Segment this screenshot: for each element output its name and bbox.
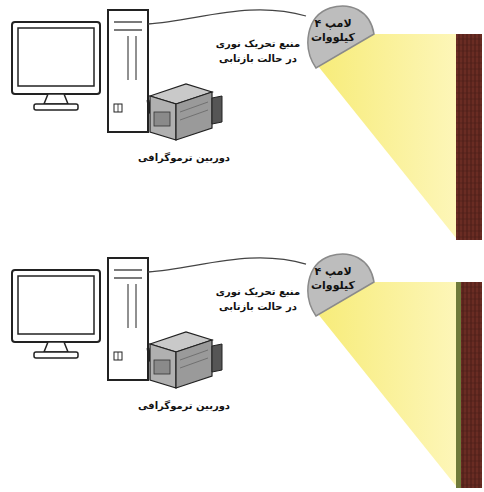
camera-label: دوربین ترموگرافی bbox=[134, 398, 234, 413]
lamp-node: لامپ ۴ کیلووات bbox=[300, 4, 376, 70]
lamp-label: لامپ ۴ کیلووات bbox=[311, 17, 355, 45]
camera-label: دوربین ترموگرافی bbox=[134, 150, 234, 165]
lamp-shell bbox=[308, 6, 374, 68]
coating-layer bbox=[456, 282, 461, 488]
lamp-label: لامپ ۴ کیلووات bbox=[311, 265, 355, 293]
lamp-node: لامپ ۴ کیلووات bbox=[300, 252, 376, 318]
source-label: منبع تحریک نوری در حالت بازتابی bbox=[215, 284, 301, 314]
source-label: منبع تحریک نوری در حالت بازتابی bbox=[215, 36, 301, 66]
lamp-shell bbox=[308, 254, 374, 316]
